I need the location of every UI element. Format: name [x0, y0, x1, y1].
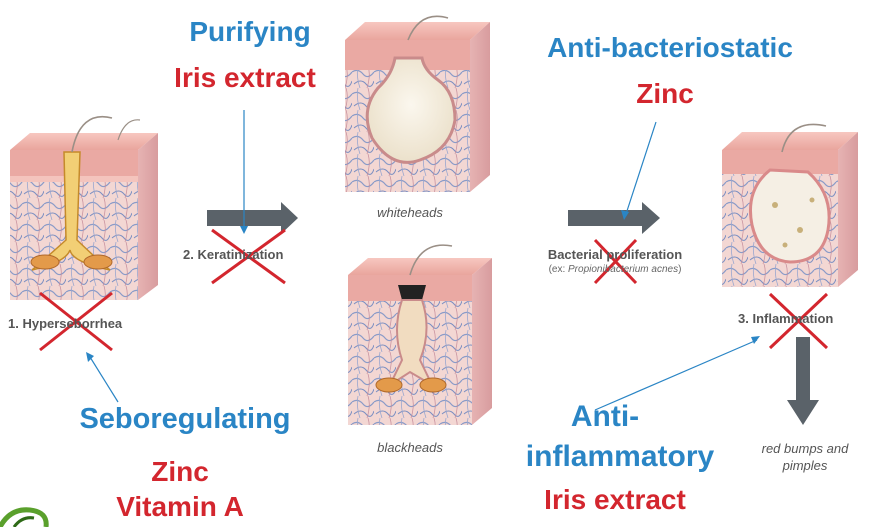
antiinflammatory-ingredient: Iris extract [544, 484, 686, 515]
x-mark-inflammation [768, 292, 829, 350]
connector-seboregulating [86, 352, 119, 403]
red-bumps-caption: red bumps and pimples [740, 440, 870, 474]
arrow-to-inflammation [568, 202, 660, 234]
blackheads-caption: blackheads [377, 440, 443, 455]
seboregulating-ingredient-1: Zinc [151, 456, 209, 487]
stage-hyperseborrhea: 1. Hyperseborrhea [8, 316, 123, 331]
logo-fragment [0, 507, 49, 527]
antibacteriostatic-title: Anti-bacteriostatic [547, 32, 793, 63]
connector-antiinflammatory [594, 336, 760, 411]
purifying-ingredient: Iris extract [174, 62, 316, 93]
bacteria-example-prefix: (ex: [548, 264, 569, 275]
arrow-to-keratinization [207, 202, 298, 234]
stage-bacterial-proliferation: Bacterial proliferation [547, 247, 683, 262]
stage-inflammation: 3. Inflammation [738, 311, 834, 326]
antibacteriostatic-ingredient: Zinc [636, 78, 694, 109]
skin-block-inflammation [722, 123, 858, 287]
x-mark-keratinization [211, 228, 286, 285]
skin-block-blackheads [348, 244, 492, 425]
antiinflammatory-title-line1: Anti- [570, 400, 640, 433]
stage-keratinization: 2. Keratinization [183, 247, 284, 262]
arrow-down-to-bumps [787, 337, 819, 425]
bacteria-example-suffix: ) [678, 264, 682, 275]
skin-block-whiteheads [345, 15, 490, 192]
x-mark-hyperseborrhea [39, 291, 113, 352]
connector-purifying [240, 110, 248, 234]
bacteria-example-name: Propionibacterium acnes [568, 264, 679, 275]
seboregulating-title: Seboregulating [79, 403, 291, 435]
whiteheads-caption: whiteheads [377, 205, 443, 220]
seboregulating-ingredient-2: Vitamin A [116, 491, 244, 522]
red-bumps-line1: red bumps and [761, 441, 849, 456]
bacteria-example: (ex: Propionibacterium acnes) [510, 264, 720, 275]
red-bumps-line2: pimples [782, 458, 828, 473]
connector-antibacteriostatic [621, 121, 657, 220]
skin-block-hyperseborrhea [10, 116, 158, 300]
antiinflammatory-title-line2: inflammatory [525, 440, 715, 473]
x-mark-bacterial [593, 238, 638, 285]
purifying-title: Purifying [189, 16, 311, 47]
